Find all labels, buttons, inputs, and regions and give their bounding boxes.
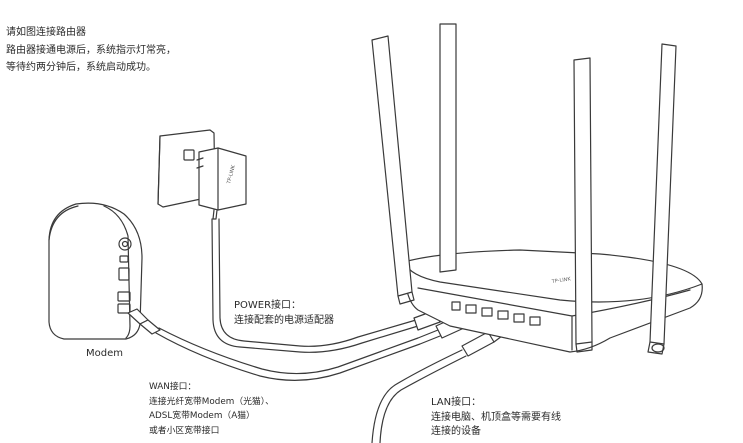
- adapter-brand: TP-LINK: [226, 164, 237, 186]
- wan-port-line-3: 或者小区宽带接口: [149, 425, 220, 436]
- router-device: TP-LINK: [371, 23, 703, 355]
- wan-port-label: WAN接口： 连接光纤宽带Modem（光猫）、 ADSL宽带Modem（A猫） …: [149, 380, 274, 438]
- modem-label: Modem: [86, 348, 123, 359]
- wan-port-line-1: 连接光纤宽带Modem（光猫）、: [149, 396, 274, 407]
- wan-port-title: WAN接口：: [149, 382, 197, 392]
- power-adapter: TP-LINK: [157, 129, 247, 220]
- instruction-line-1: 请如图连接路由器: [6, 27, 86, 38]
- modem-device: [48, 202, 143, 340]
- instructions-block: 请如图连接路由器 路由器接通电源后，系统指示灯常亮， 等待约两分钟后，系统启动成…: [6, 24, 176, 77]
- power-port-desc: 连接配套的电源适配器: [234, 315, 334, 326]
- lan-cable: [371, 326, 503, 443]
- power-port-label: POWER接口： 连接配套的电源适配器: [234, 298, 334, 328]
- instruction-line-2: 路由器接通电源后，系统指示灯常亮，: [6, 44, 176, 56]
- lan-port-line-2: 连接的设备: [431, 426, 481, 437]
- router-brand: TP-LINK: [550, 276, 571, 285]
- instruction-line-3: 等待约两分钟后，系统启动成功。: [6, 62, 156, 73]
- lan-port-label: LAN接口： 连接电脑、机顶盒等需要有线 连接的设备: [431, 396, 561, 440]
- power-port-title: POWER接口：: [234, 300, 302, 311]
- lan-port-title: LAN接口：: [431, 397, 482, 408]
- wan-port-line-2: ADSL宽带Modem（A猫）: [149, 411, 255, 421]
- lan-port-line-1: 连接电脑、机顶盒等需要有线: [431, 411, 561, 423]
